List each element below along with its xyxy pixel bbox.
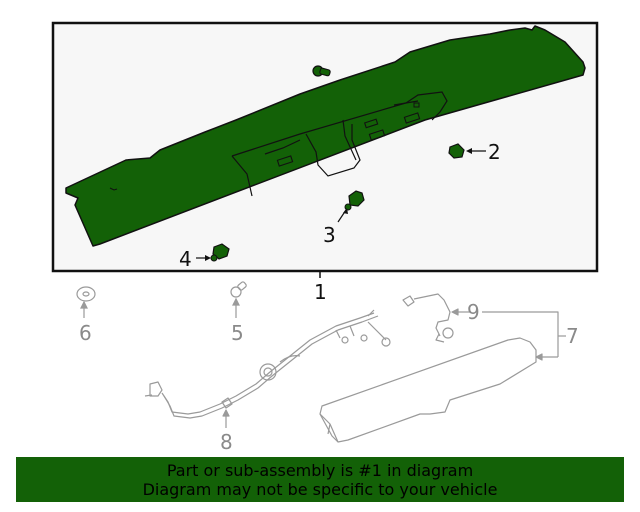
callout-8: 8 [220,430,233,454]
banner-line-1: Part or sub-assembly is #1 in diagram [166,461,474,480]
callout-6: 6 [79,321,92,345]
garnish-panel-part[interactable] [65,25,586,247]
lamp-harness-part-9[interactable] [402,293,566,361]
callout-3: 3 [323,223,336,247]
screw-part[interactable] [312,65,331,77]
callout-5: 5 [231,321,244,345]
high-mount-stop-lamp-part-7[interactable] [319,337,537,443]
clip-part-2[interactable] [448,143,486,159]
clip-part-4[interactable] [196,243,230,262]
callout-4: 4 [179,247,192,271]
callout-7: 7 [566,324,579,348]
screw-part-5[interactable] [230,281,247,318]
callout-2: 2 [488,140,501,164]
banner-line-2: Diagram may not be specific to your vehi… [142,480,498,499]
callout-1: 1 [314,280,327,304]
clip-part-3[interactable] [337,190,365,223]
info-banner: Part or sub-assembly is #1 in diagram Di… [16,457,624,502]
grommet-part-6[interactable] [76,286,96,318]
callout-9: 9 [467,300,480,324]
wiring-harness-part-8[interactable] [144,309,391,428]
